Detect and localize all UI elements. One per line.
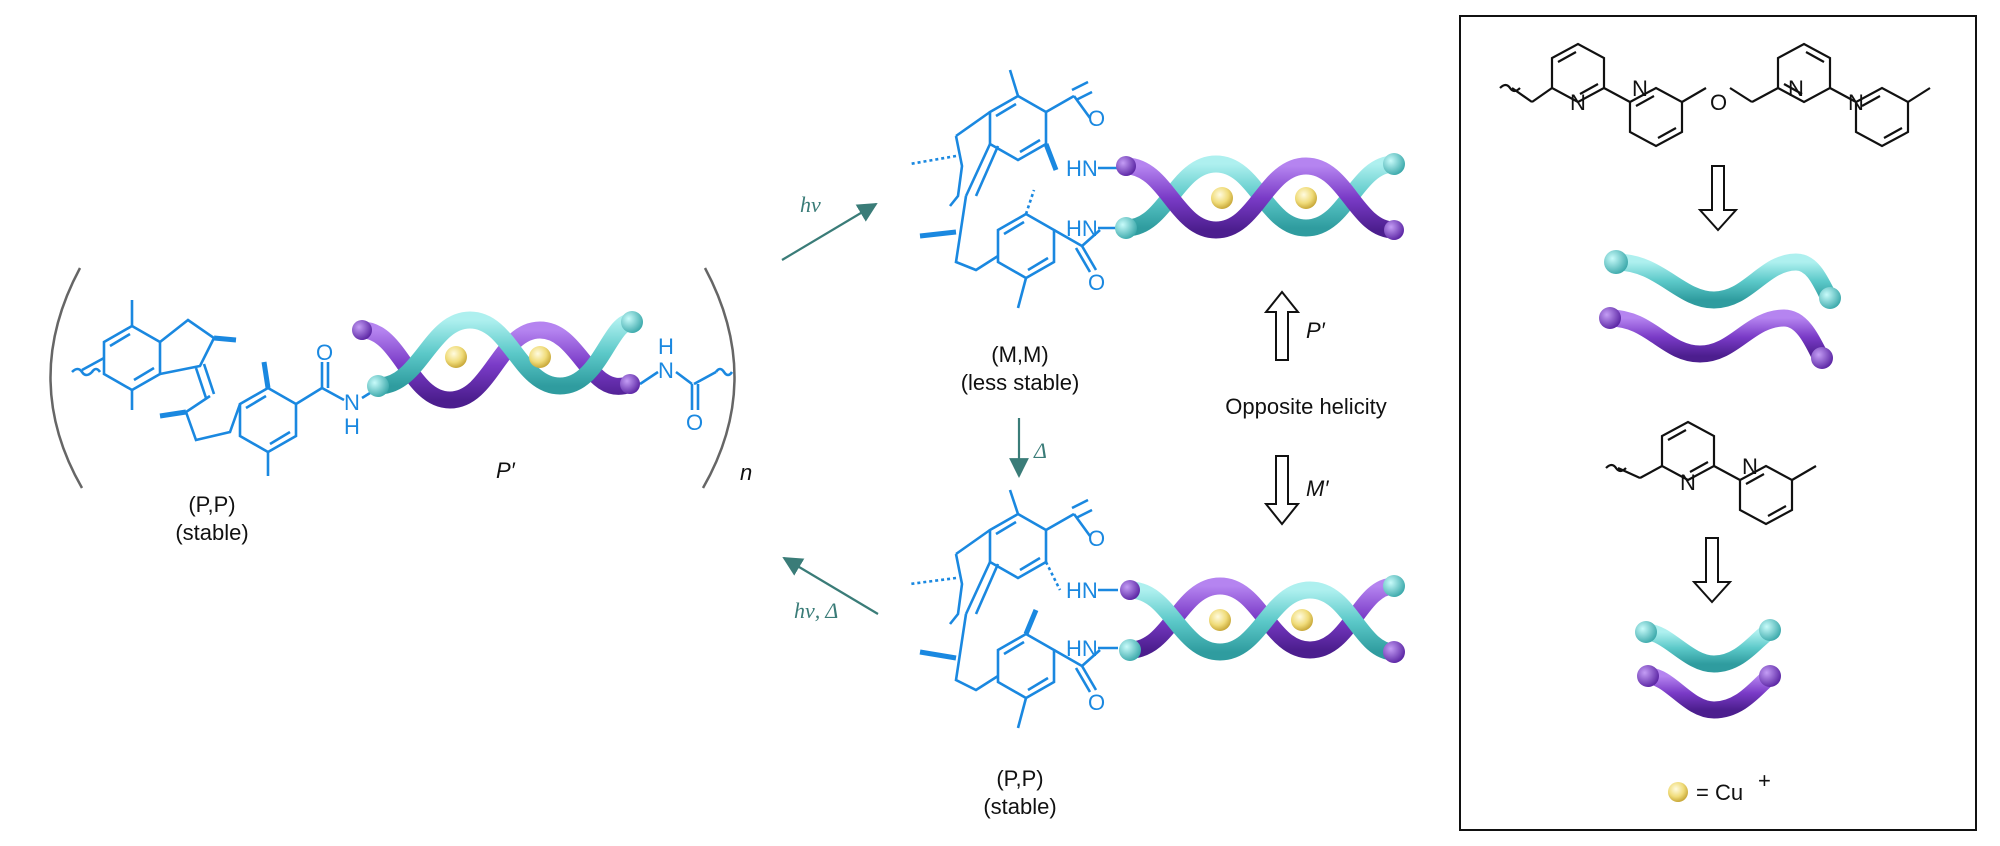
bottom-amide-o2: O <box>1088 690 1105 715</box>
helicity-label: Opposite helicity <box>1225 394 1386 419</box>
top-double-helix <box>1115 153 1405 240</box>
copper-legend-label: = Cu <box>1696 780 1743 805</box>
left-config-label: (P,P) <box>188 492 235 517</box>
forward-arrow <box>781 202 878 261</box>
up-helix-label: P′ <box>1306 318 1326 343</box>
bottom-amide-nh2: HN <box>1066 636 1098 661</box>
left-parenthesis <box>49 267 84 489</box>
left-end-h: H <box>658 334 674 359</box>
bottom-stability-label: (stable) <box>983 794 1056 819</box>
bottom-motor: O HN HN O (P,P) (stable) <box>909 489 1405 819</box>
copper-legend-charge: + <box>1758 768 1771 793</box>
repeat-subscript: n <box>740 460 752 485</box>
left-end-n: N <box>658 358 674 383</box>
down-hollow-arrow <box>1263 455 1301 526</box>
ligand-bipyridine <box>1605 420 1817 526</box>
top-motor-skeleton <box>909 69 1101 309</box>
bottom-motor-skeleton <box>909 489 1101 729</box>
left-amide-o: O <box>316 340 333 365</box>
top-amide-o2: O <box>1088 270 1105 295</box>
up-hollow-arrow <box>1263 290 1301 361</box>
copper-ion <box>1209 609 1231 631</box>
left-amide-n: N <box>344 390 360 415</box>
legend-frame <box>1459 15 1977 831</box>
copper-ion <box>529 346 551 368</box>
left-end-amide <box>639 367 734 410</box>
copper-ion <box>1295 187 1317 209</box>
reverse-arrow-label: hν, Δ <box>794 598 838 623</box>
ligand1-atom-n3: N <box>1788 76 1804 101</box>
thermal-arrow-label: Δ <box>1033 438 1047 463</box>
reverse-arrow <box>782 556 879 615</box>
copper-ion <box>445 346 467 368</box>
ligand2-atom-n2: N <box>1742 454 1758 479</box>
ligand1-atom-o: O <box>1710 90 1727 115</box>
left-motor-skeleton <box>71 300 345 476</box>
bottom-config-label: (P,P) <box>996 766 1043 791</box>
right-parenthesis <box>701 267 736 489</box>
ligand2-atom-n1: N <box>1680 470 1696 495</box>
bottom-amide-o1: O <box>1088 526 1105 551</box>
legend-short-strands <box>1635 619 1781 719</box>
ligand1-atom-n4: N <box>1848 90 1864 115</box>
legend-box: N N O N N <box>1459 15 1977 831</box>
legend-long-strands <box>1599 250 1841 369</box>
left-polymer: n <box>49 267 752 545</box>
forward-arrow-label: hν <box>800 192 821 217</box>
top-amide-o1: O <box>1088 106 1105 131</box>
top-amide-nh1: HN <box>1066 156 1098 181</box>
reaction-arrows: hν Δ hν, Δ <box>781 192 1047 623</box>
down-helix-label: M′ <box>1306 476 1329 501</box>
copper-legend-icon <box>1668 782 1688 802</box>
top-config-label: (M,M) <box>991 342 1048 367</box>
ligand1-atom-n1: N <box>1570 90 1586 115</box>
top-amide-nh2: HN <box>1066 216 1098 241</box>
ligand1-atom-n2: N <box>1632 76 1648 101</box>
helicity-indicators: P′ Opposite helicity M′ <box>1225 290 1387 526</box>
top-stability-label: (less stable) <box>961 370 1080 395</box>
left-stability-label: (stable) <box>175 520 248 545</box>
left-helix-label: P′ <box>496 458 516 483</box>
bottom-double-helix <box>1119 575 1405 663</box>
bottom-amide-nh1: HN <box>1066 578 1098 603</box>
left-amide-h: H <box>344 414 360 439</box>
left-double-helix <box>352 311 643 409</box>
legend-hollow-arrow-1 <box>1697 165 1739 232</box>
copper-ion <box>1291 609 1313 631</box>
top-motor: O HN HN O (M,M) (less stable) <box>909 69 1405 395</box>
copper-ion <box>1211 187 1233 209</box>
left-end-o: O <box>686 410 703 435</box>
ligand-bisbipyridine <box>1499 42 1931 148</box>
legend-hollow-arrow-2 <box>1691 537 1733 604</box>
